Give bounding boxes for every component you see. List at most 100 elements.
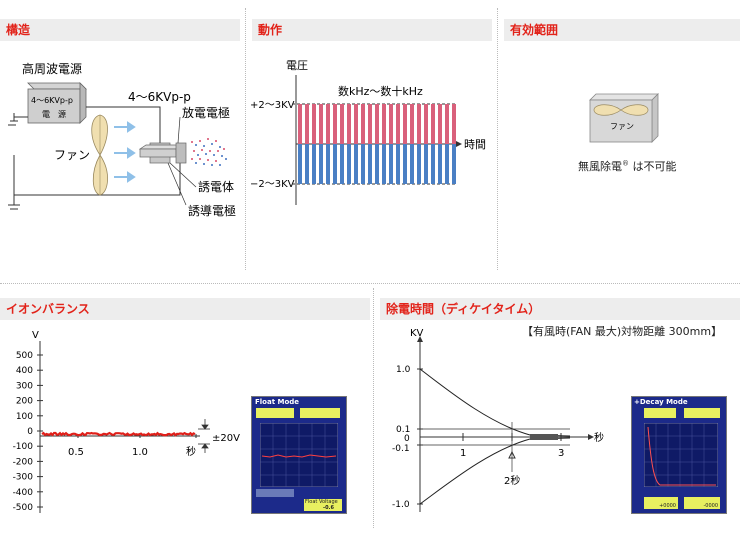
balance-x-tick-label: 0.5 [68,447,84,458]
positive-pulse [319,104,323,144]
wire-voltage-label: 4〜6KVp-p [128,90,191,104]
balance-x-tick-label: 秒 [186,445,196,458]
decay-x-tick-label: 3 [558,448,564,459]
negative-pulses [298,144,456,184]
negative-pulse [361,144,365,184]
section-header-decay: 除電時間（ディケイタイム） [380,298,740,320]
negative-pulse [382,144,386,184]
positive-pulse [410,104,414,144]
negative-pulse [424,144,428,184]
decay-minus-panel: -0000 [684,497,720,509]
positive-pulse [403,104,407,144]
positive-pulse [389,104,393,144]
range-caption-main: 無風除電 [578,160,622,173]
fan-propeller [91,114,108,196]
negative-pulse [326,144,330,184]
decay-y-tick-label: -0.1 [392,444,410,454]
decay-mode-title: +Decay Mode [634,398,688,406]
power-box-name: 電 源 [42,110,66,119]
negative-pulse [445,144,449,184]
balance-band-bracket [198,419,210,453]
range-diagram: ファン [589,93,659,143]
electrode-assembly [138,142,187,164]
positive-pulse [326,104,330,144]
two-second-label: 2秒 [504,474,520,487]
positive-pulse [452,104,456,144]
decay-y-label: KV [410,328,424,339]
decay-y-tick-label: 0 [404,434,410,444]
negative-pulse [368,144,372,184]
positive-pulse [361,104,365,144]
decay-mode-plot [644,423,718,487]
screen-panel [256,408,294,418]
positive-pulse [396,104,400,144]
positive-pulse [347,104,351,144]
negative-pulse [298,144,302,184]
positive-pulse [312,104,316,144]
decay-y-tick-label: -1.0 [392,500,410,510]
negative-pulse [333,144,337,184]
positive-pulses [298,104,456,144]
fan-label: ファン [54,148,90,162]
negative-pulse [347,144,351,184]
frequency-label: 数kHz〜数十kHz [338,84,423,98]
negative-pulse [340,144,344,184]
balance-y-tick-label: 200 [16,397,33,407]
section-header-range: 有効範囲 [504,19,740,41]
power-box-voltage: 4〜6KVp-p [31,96,73,105]
positive-pulse [298,104,302,144]
range-caption-tail: は不可能 [632,160,677,173]
section-header-structure: 構造 [0,19,240,41]
screen-panel [684,408,720,418]
decay-curve-positive [419,368,571,437]
structure-diagram: 高周波電源 4〜6KVp-p 電 源 4〜6KVp-p ファン [8,61,236,218]
balance-y-tick-label: 300 [16,381,33,391]
float-mode-screen: Float Mode Float Voltage -0.6 [251,396,347,514]
screen-panel [256,489,294,497]
negative-pulse [305,144,309,184]
registered-mark: ® [622,159,629,168]
fan-propeller [593,104,622,116]
decay-y-tick-label: 1.0 [396,365,411,375]
screen-panel [644,408,676,418]
decay-x-tick-label: 1 [460,448,466,459]
operation-diagram: 電圧 数kHz〜数十kHz 時間 +2〜3KV −2〜3KV [250,59,486,205]
positive-pulse [424,104,428,144]
balance-x-tick-label: 1.0 [132,447,148,458]
decay-note: 【有風時(FAN 最大)対物距離 300mm】 [522,325,723,338]
power-supply-box [27,88,81,124]
negative-pulse [354,144,358,184]
positive-pulse [382,104,386,144]
positive-pulse [375,104,379,144]
positive-pulse [438,104,442,144]
positive-pulse [417,104,421,144]
balance-y-tick-label: -300 [13,473,34,483]
decay-mode-screen: +Decay Mode +0000 -0000 [631,396,727,514]
negative-pulse [452,144,456,184]
negative-pulse [396,144,400,184]
decay-settled-band [530,434,558,440]
balance-trace [41,431,196,437]
positive-level-label: +2〜3KV [250,100,295,111]
section-header-operation: 動作 [252,19,492,41]
positive-pulse [354,104,358,144]
decay-x-unit: 秒 [594,431,604,444]
range-caption: 無風除電® は不可能 [578,158,677,174]
negative-pulse [375,144,379,184]
negative-pulse [417,144,421,184]
power-supply-label: 高周波電源 [22,61,82,76]
balance-y-tick-label: -100 [13,442,34,452]
balance-y-tick-label: 400 [16,366,33,376]
negative-pulse [431,144,435,184]
float-mode-title: Float Mode [255,398,300,406]
separator [0,283,740,284]
float-voltage-label: Float Voltage [305,499,338,505]
negative-pulse [403,144,407,184]
decay-curve-negative [419,437,571,505]
balance-y-tick-label: 500 [16,351,33,361]
decay-y-tick-label: 0.1 [396,425,410,435]
negative-pulse [389,144,393,184]
airflow-arrows [114,121,136,183]
discharge-electrode-label: 放電電極 [182,105,230,120]
